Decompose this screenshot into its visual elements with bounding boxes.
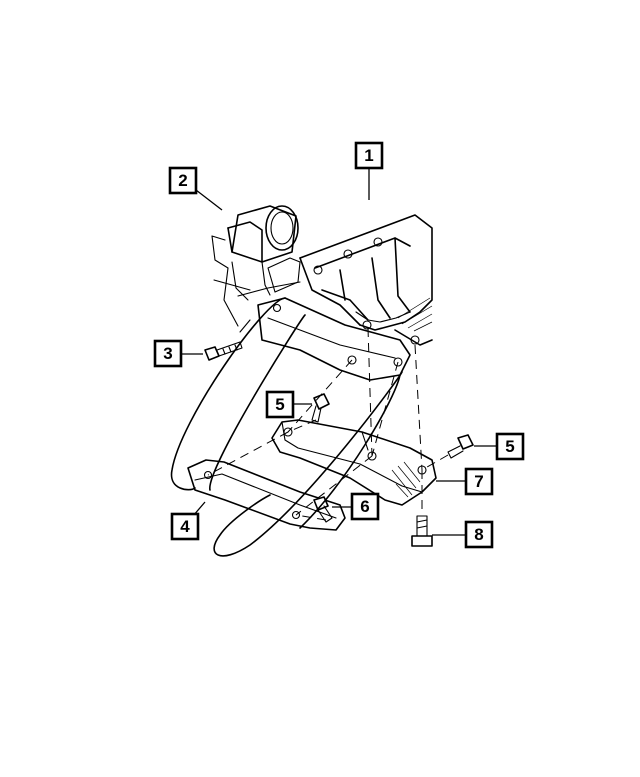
- bolt-8: [411, 515, 433, 547]
- callout-label-2: 2: [178, 171, 187, 190]
- heat-shield-4: [187, 459, 346, 531]
- callout-1: 1: [354, 141, 384, 200]
- callout-label-5-upper: 5: [275, 395, 284, 414]
- callout-6: 6: [332, 492, 380, 521]
- bolt-5-upper: [311, 393, 330, 423]
- callout-8: 8: [432, 520, 494, 549]
- callout-label-3: 3: [163, 344, 172, 363]
- group-loop-lines: [170, 297, 403, 557]
- bolt-3: [204, 341, 243, 361]
- callout-label-5-right: 5: [505, 437, 514, 456]
- callout-5-upper: 5: [265, 390, 312, 419]
- callout-3: 3: [153, 339, 203, 368]
- callout-2: 2: [168, 166, 223, 211]
- callout-label-4: 4: [180, 517, 190, 536]
- callout-label-8: 8: [474, 525, 483, 544]
- callout-5-right: 5: [474, 432, 525, 461]
- alignment-lines: [207, 327, 449, 521]
- callout-7: 7: [436, 467, 494, 496]
- callout-label-1: 1: [364, 146, 373, 165]
- bolt-5-right: [447, 434, 474, 459]
- callout-label-6: 6: [360, 497, 369, 516]
- engine-oil-pan: [267, 214, 433, 346]
- starter-motor: [211, 205, 301, 327]
- callout-4: 4: [170, 501, 206, 541]
- callout-label-7: 7: [474, 472, 483, 491]
